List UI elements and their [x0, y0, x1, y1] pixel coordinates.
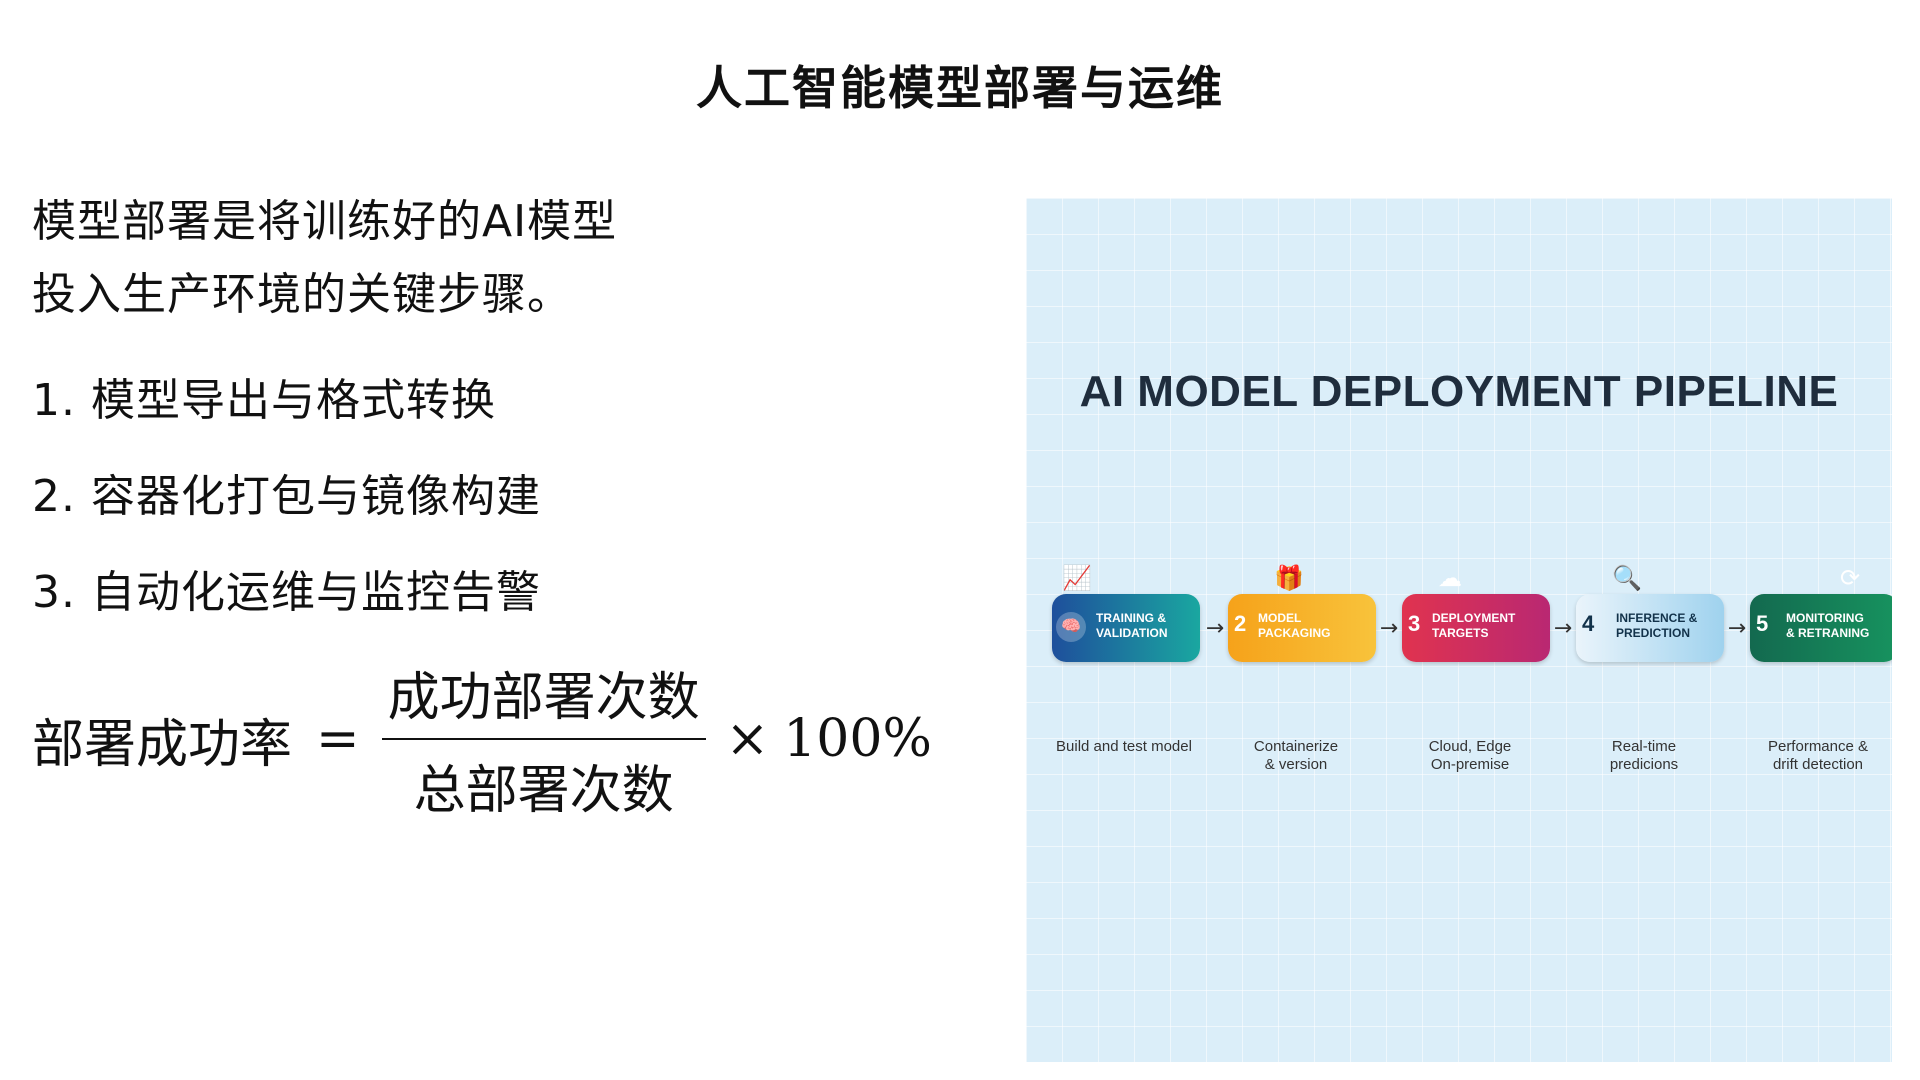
- formula-lhs: 部署成功率: [32, 714, 293, 775]
- formula-fraction: 成功部署次数 总部署次数: [381, 655, 706, 823]
- pipeline-figure: AI MODEL DEPLOYMENT PIPELINE 📈 🧠 TRAININ…: [1026, 198, 1892, 1062]
- formula-factor: 100%: [783, 709, 932, 769]
- stage-label: MONITORING& RETRANING: [1786, 611, 1870, 640]
- refresh-shield-icon: ⟳: [1840, 565, 1861, 592]
- step-item: 2. 容器化打包与镜像构建: [32, 471, 541, 522]
- intro-line-1: 模型部署是将训练好的AI模型: [32, 196, 618, 247]
- figure-title: AI MODEL DEPLOYMENT PIPELINE: [1079, 367, 1839, 416]
- intro-line-2: 投入生产环境的关键步骤。: [32, 269, 572, 320]
- arrow-icon: →: [1553, 616, 1573, 641]
- arrow-icon: →: [1205, 616, 1225, 641]
- stage-label: INFERENCE &PREDICTION: [1616, 611, 1698, 640]
- cloud-server-icon: ☁: [1438, 565, 1462, 592]
- formula-denominator: 总部署次数: [413, 761, 674, 821]
- magnifier-icon: 🔍: [1612, 565, 1642, 592]
- stage-number: 3: [1408, 611, 1421, 636]
- stage-description: Performance &drift detection: [1767, 738, 1869, 773]
- arrow-icon: →: [1727, 616, 1747, 641]
- pipeline-stage: ⟳ 5 MONITORING& RETRANING: [1750, 565, 1892, 662]
- step-item: 3. 自动化运维与监控告警: [32, 567, 541, 618]
- stage-number: 2: [1234, 611, 1247, 636]
- step-item: 1. 模型导出与格式转换: [32, 375, 496, 426]
- formula-times: ×: [725, 709, 770, 769]
- stage-number: 5: [1756, 611, 1769, 636]
- stage-number: 4: [1582, 611, 1595, 636]
- stage-label: TRAINING &VALIDATION: [1096, 611, 1168, 640]
- intro-section: 模型部署是将训练好的AI模型 投入生产环境的关键步骤。 1. 模型导出与格式转换…: [32, 185, 992, 641]
- pipeline-stage: 📈 🧠 TRAINING &VALIDATION: [1052, 565, 1200, 662]
- formula-numerator: 成功部署次数: [387, 668, 700, 728]
- fraction-bar: [381, 738, 706, 740]
- arrow-icon: →: [1379, 616, 1399, 641]
- brain-icon: 🧠: [1056, 612, 1086, 642]
- slide-title: 人工智能模型部署与运维: [696, 61, 1224, 115]
- success-rate-formula: 部署成功率 = 成功部署次数 总部署次数 × 100%: [32, 655, 932, 823]
- formula-equals: =: [316, 709, 360, 769]
- gift-box-icon: 🎁: [1274, 565, 1304, 592]
- chart-icon: 📈: [1062, 565, 1092, 592]
- steps-list: 1. 模型导出与格式转换 2. 容器化打包与镜像构建 3. 自动化运维与监控告警: [32, 353, 992, 641]
- stage-description: Build and test model: [1056, 738, 1192, 755]
- pipeline-stage: 🔍 4 INFERENCE &PREDICTION: [1576, 565, 1724, 662]
- stage-description: Containerize& version: [1253, 738, 1339, 773]
